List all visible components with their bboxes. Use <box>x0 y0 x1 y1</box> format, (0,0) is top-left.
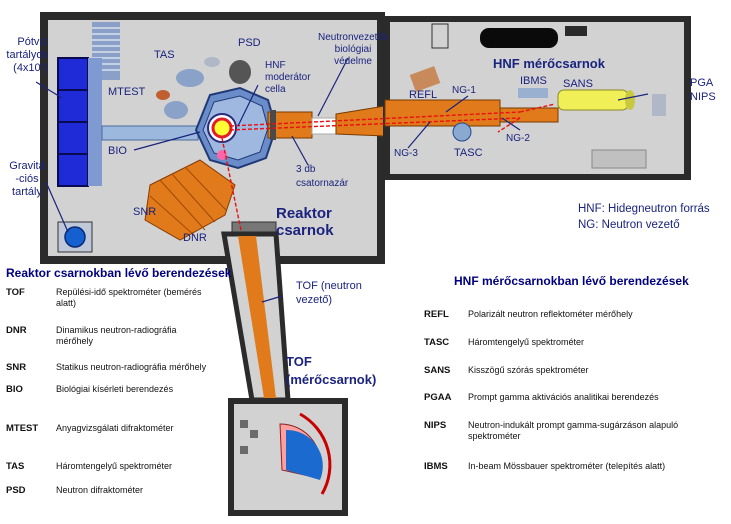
legend-ng: NG: Neutron vezető <box>578 219 680 231</box>
reactor-item-abbr: BIO <box>6 384 23 395</box>
hnf-item-abbr: IBMS <box>424 461 448 472</box>
label-pointers <box>35 57 649 303</box>
reactor-item-desc: Statikus neutron-radiográfia mérőhely <box>56 362 207 372</box>
reactor-item-desc: Háromtengelyű spektrométer <box>56 461 173 471</box>
refl-instrument <box>409 66 441 92</box>
label-ng1: NG-1 <box>452 85 476 96</box>
hnf-item-abbr: TASC <box>424 337 450 348</box>
label-csatornazar: 3 db csatornazár <box>296 164 349 189</box>
label-psd: PSD <box>238 37 261 49</box>
ng-guide-shield <box>384 99 501 127</box>
tank-corridor <box>88 58 102 186</box>
label-hnf-moderator: HNF moderátor cella <box>265 60 311 95</box>
reactor-section-title: Reaktor csarnokban lévő berendezések <box>6 266 232 280</box>
reactor-item-abbr: SNR <box>6 362 27 373</box>
label-potviz: Pótvíz tartályok (4x10³) <box>6 36 48 74</box>
reactor-item-abbr: TAS <box>6 461 25 472</box>
hnf-item-abbr: SANS <box>424 365 451 376</box>
reactor-item-desc: Neutron difraktométer <box>56 485 144 495</box>
hnf-item-desc: Háromtengelyű spektrométer <box>468 337 585 347</box>
hnf-item-desc: Polarizált neutron reflektométer mérőhel… <box>468 309 633 319</box>
label-reaktor-csarnok: Reaktor csarnok <box>276 205 334 239</box>
reactor-item-abbr: MTEST <box>6 423 39 434</box>
hnf-item-desc: In-beam Mössbauer spektrométer (telepíté… <box>468 461 666 471</box>
hnf-item-abbr: NIPS <box>424 420 447 431</box>
label-bio: BIO <box>108 145 127 157</box>
mtest-instrument <box>164 101 188 119</box>
hnf-item-desc: Prompt gamma aktivációs analitikai beren… <box>468 392 659 402</box>
pga-nips-station <box>652 94 666 116</box>
label-tasc: TASC <box>454 147 483 159</box>
tas-instrument <box>176 69 204 87</box>
hnf-item-abbr: REFL <box>424 309 449 320</box>
snr-dnr-shielding <box>144 159 236 241</box>
legend-hnf: HNF: Hidegneutron forrás <box>578 203 710 215</box>
label-sans: SANS <box>563 78 593 90</box>
label-pga-nips: PGA NIPS <box>690 77 716 103</box>
hnf-item-abbr: PGAA <box>424 392 452 403</box>
label-ng3: NG-3 <box>394 148 418 159</box>
label-ibms: IBMS <box>520 75 547 87</box>
reactor-item-desc: Repülési-idő spektrométer (bemérés alatt… <box>56 287 202 308</box>
label-gravitacios: Gravitá -ciós tartály <box>9 160 45 198</box>
label-refl: REFL <box>409 89 438 101</box>
sans-tank <box>557 89 629 111</box>
tof-detector <box>286 429 323 480</box>
bio-beamline <box>101 125 199 141</box>
hnf-item-desc: Kisszögű szórás spektrométer <box>468 365 589 375</box>
gravity-tank <box>64 226 86 248</box>
ibms-instrument <box>518 88 548 98</box>
hnf-moderator-cell <box>211 117 233 139</box>
label-hnf-merocsarnok: HNF mérőcsarnok <box>493 56 605 71</box>
label-mtest: MTEST <box>108 86 146 98</box>
hnf-section-title: HNF mérőcsarnokban lévő berendezések <box>454 274 689 288</box>
reactor-item-desc: Anyagvizsgálati difraktométer <box>56 423 174 433</box>
hnf-crane <box>480 28 558 48</box>
label-tof-merocsarnok: TOF (mérőcsarnok) <box>286 354 377 387</box>
label-dnr: DNR <box>183 232 207 244</box>
reactor-item-abbr: TOF <box>6 287 25 298</box>
neutron-guide-lines <box>221 103 556 421</box>
reactor-item-abbr: PSD <box>6 485 26 496</box>
psd-instrument <box>229 60 251 84</box>
tof-guide <box>238 236 276 398</box>
reactor-item-desc: Biológiai kísérleti berendezés <box>56 384 174 394</box>
hnf-item-desc: Neutron-indukált prompt gamma-sugárzáson… <box>468 420 679 441</box>
reactor-item-desc: Dinamikus neutron-radiográfia mérőhely <box>56 325 177 346</box>
label-snr: SNR <box>133 206 157 218</box>
tof-shutter <box>231 221 277 233</box>
reactor-item-abbr: DNR <box>6 325 27 336</box>
label-neutronvezetok: Neutronvezetők biológiai védelme <box>317 32 389 67</box>
tasc-instrument <box>452 122 472 142</box>
stair-lines <box>92 27 120 71</box>
label-tof-vezeto: TOF (neutron vezető) <box>296 280 362 306</box>
label-ng2: NG-2 <box>506 133 530 144</box>
label-tas: TAS <box>154 49 175 61</box>
